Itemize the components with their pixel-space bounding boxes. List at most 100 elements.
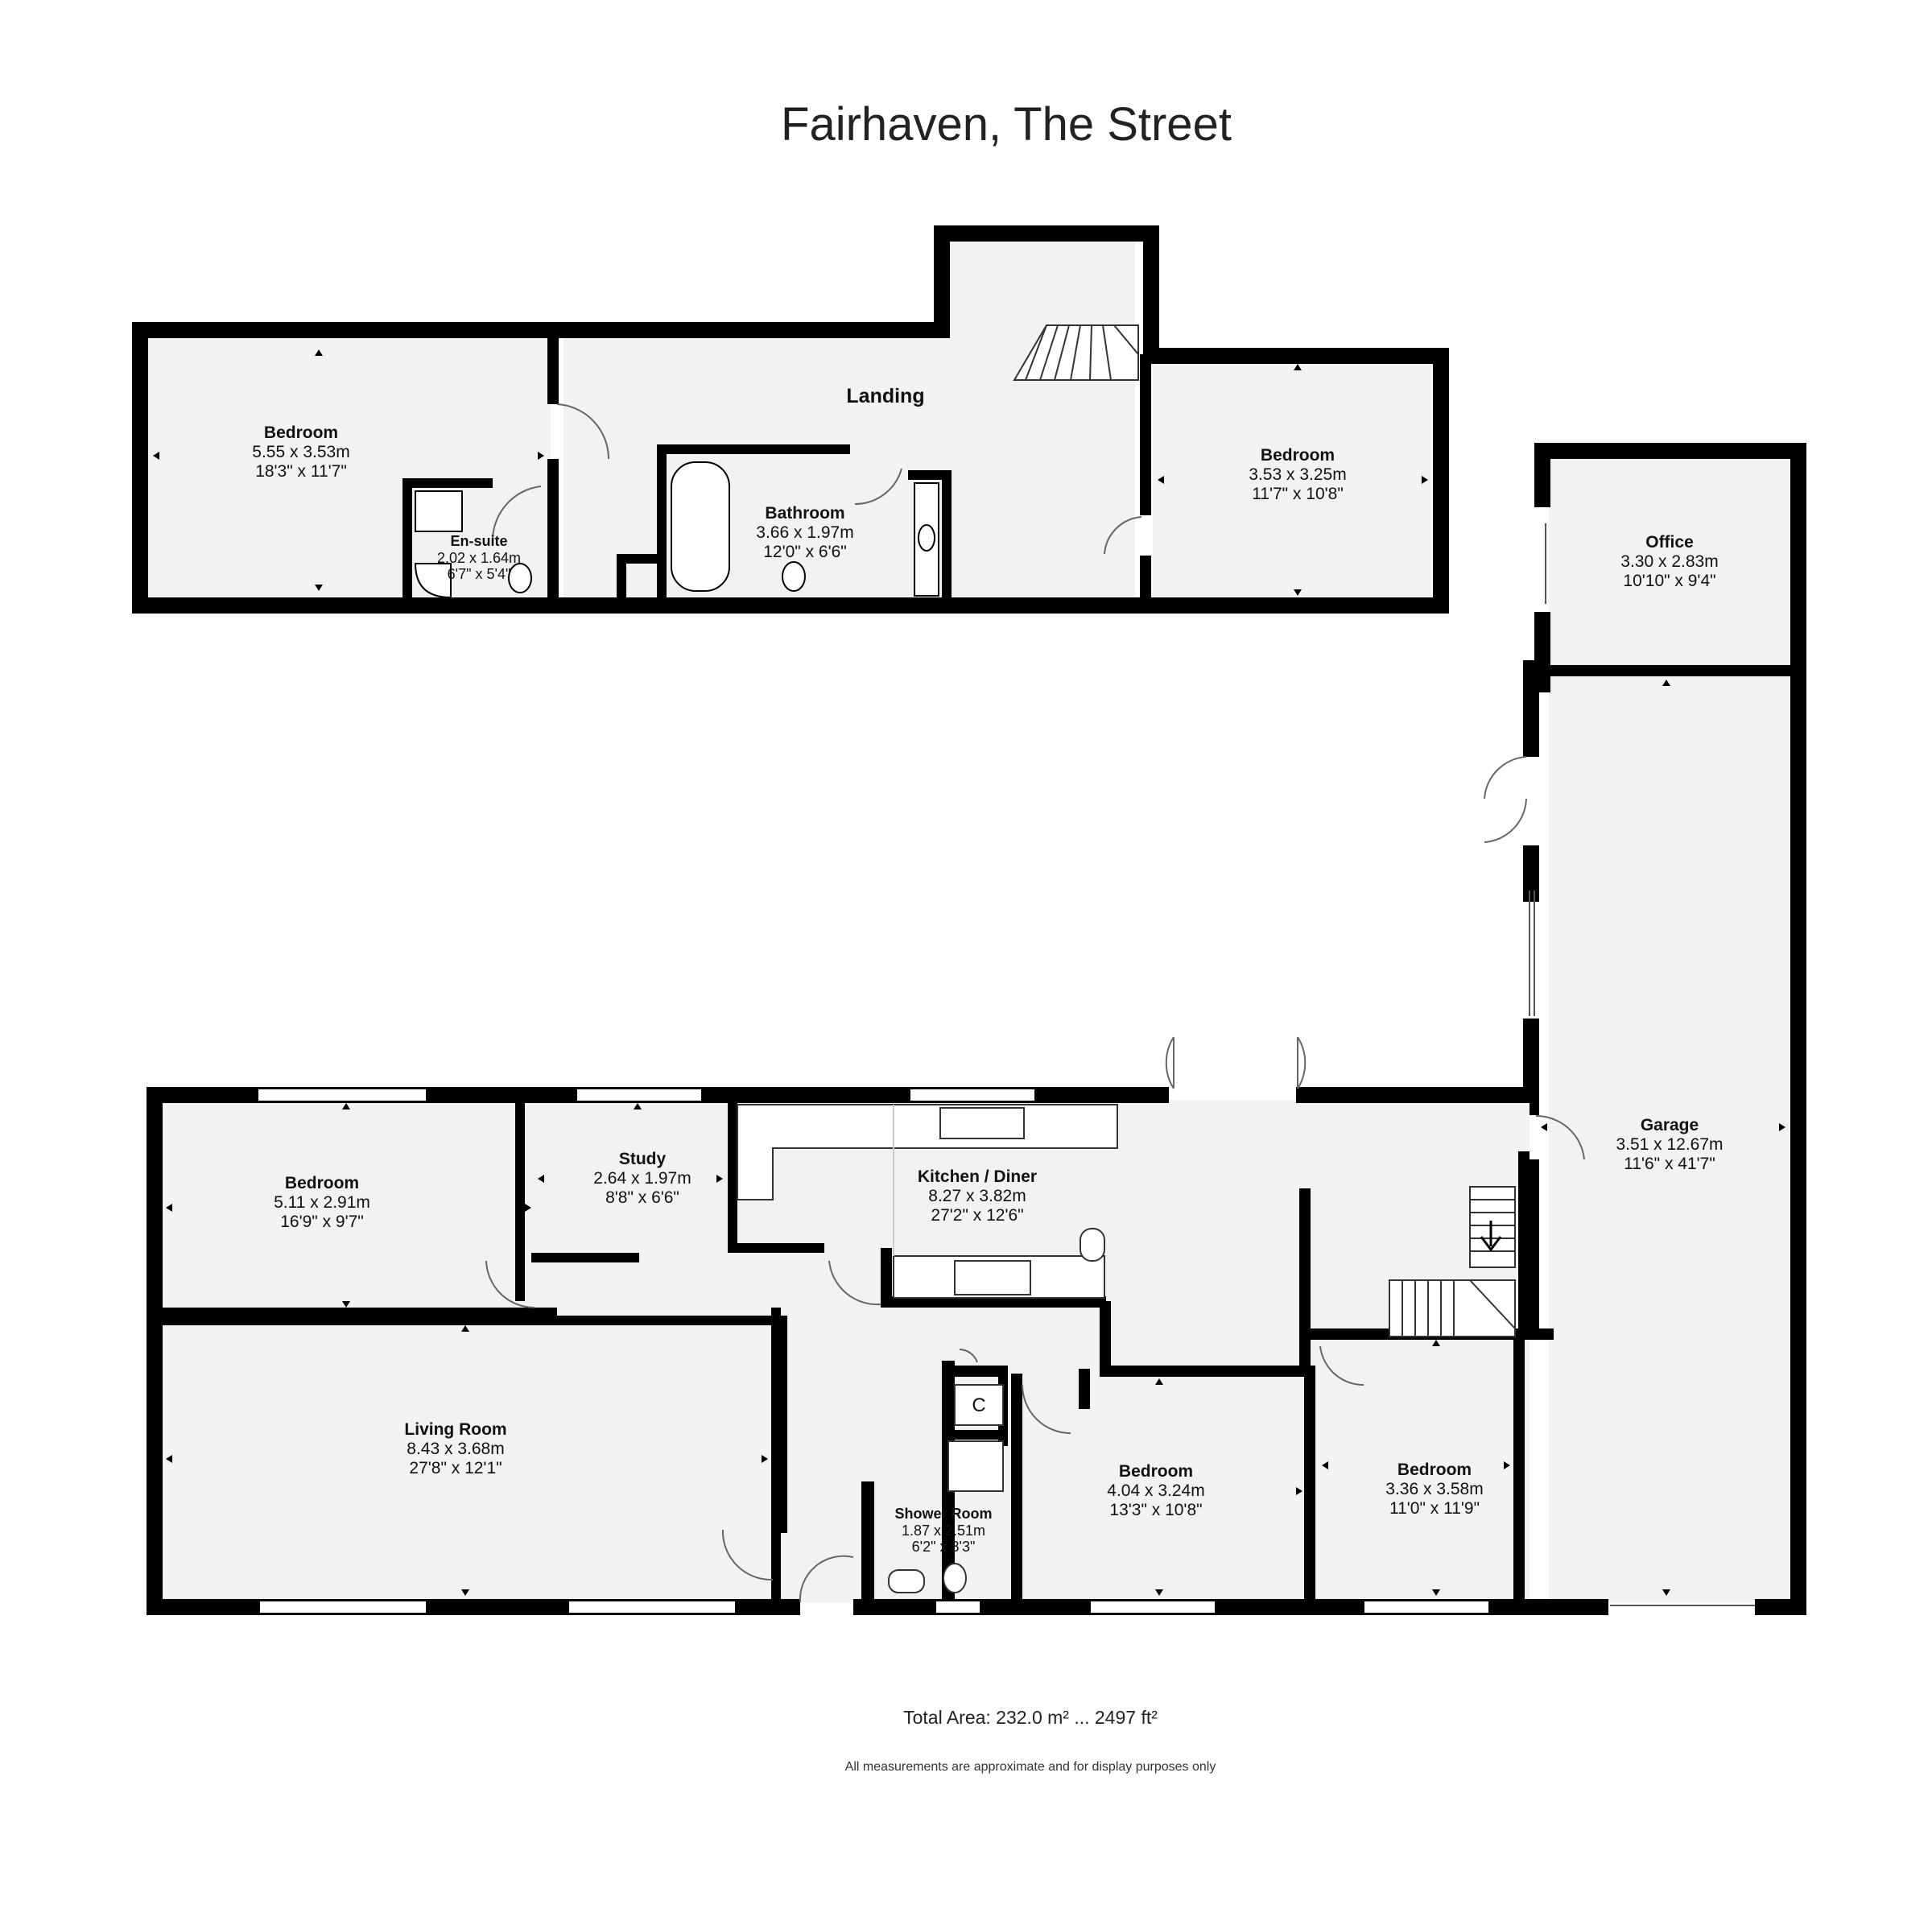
room-metric: 3.36 x 3.58m	[1385, 1480, 1484, 1499]
wall	[934, 225, 950, 338]
basin-icon	[888, 1569, 925, 1593]
room-label-bedroom-first-left: Bedroom 5.55 x 3.53m 18'3" x 11'7"	[221, 424, 382, 481]
wall	[881, 1296, 1106, 1308]
room-name: Bedroom	[263, 424, 339, 442]
wall	[1299, 1188, 1311, 1377]
wall	[1143, 348, 1449, 364]
wall	[934, 225, 1159, 242]
room-imperial: 16'9" x 9'7"	[280, 1213, 364, 1232]
wall	[547, 338, 559, 404]
wall	[156, 1316, 776, 1325]
wall	[402, 478, 412, 599]
disclaimer: All measurements are approximate and for…	[844, 1760, 1216, 1774]
room-label-kitchen: Kitchen / Diner 8.27 x 3.82m 27'2" x 12'…	[897, 1167, 1058, 1225]
garage-block	[1484, 443, 1806, 1615]
room-imperial: 18'3" x 11'7"	[255, 462, 347, 481]
door-swing	[1165, 1036, 1307, 1089]
room-imperial: 13'3" x 10'8"	[1109, 1501, 1203, 1520]
room-imperial: 11'0" x 11'9"	[1389, 1499, 1480, 1519]
wall	[1079, 1369, 1090, 1409]
toilet-icon	[782, 561, 806, 592]
ground-doors	[485, 1036, 1364, 1603]
wall	[515, 1253, 525, 1301]
room-imperial: 11'6" x 41'7"	[1624, 1155, 1715, 1174]
room-imperial: 27'2" x 12'6"	[931, 1206, 1024, 1225]
room-name: Office	[1645, 533, 1694, 552]
first-floor	[132, 225, 1449, 614]
wall	[881, 1248, 892, 1304]
door-swing	[1104, 516, 1142, 555]
wall	[1304, 1366, 1315, 1607]
wall	[1534, 443, 1550, 507]
wall	[161, 1308, 171, 1316]
first-floor-walls	[132, 225, 1449, 614]
wall	[942, 470, 952, 599]
room-metric: 1.87 x 2.51m	[901, 1522, 986, 1539]
room-label-bedroom-ground-left: Bedroom 5.11 x 2.91m 16'9" x 9'7"	[242, 1174, 402, 1232]
wall	[147, 1087, 163, 1615]
wall	[1140, 354, 1151, 515]
room-name: En-suite	[450, 533, 508, 549]
room-label-bedroom-ground-mid: Bedroom 4.04 x 3.24m 13'3" x 10'8"	[1075, 1462, 1236, 1520]
room-metric: 8.43 x 3.68m	[407, 1440, 505, 1459]
ground-stairs-icon	[1389, 1186, 1516, 1337]
garage-doors	[1484, 523, 1755, 1606]
dimension-markers	[153, 349, 1785, 1596]
room-label-living: Living Room 8.43 x 3.68m 27'8" x 12'1"	[375, 1420, 536, 1478]
room-label-shower: Shower Room 1.87 x 2.51m 6'2" x 8'3"	[879, 1506, 1008, 1556]
door-swing	[485, 1260, 535, 1308]
shower-tray-icon	[947, 1440, 1004, 1492]
wall	[161, 1308, 557, 1317]
basin-icon	[918, 524, 935, 552]
room-label-landing: Landing	[805, 385, 966, 408]
wall	[1523, 845, 1539, 902]
windows	[257, 1088, 1490, 1614]
wall	[657, 444, 850, 454]
wall	[1518, 1151, 1530, 1340]
wall	[908, 470, 950, 480]
wall	[728, 1243, 824, 1253]
wall	[132, 322, 148, 614]
stair-arrow-icon	[1480, 1221, 1502, 1252]
wall	[1100, 1301, 1111, 1374]
room-name: Bathroom	[765, 504, 845, 523]
wall	[1143, 225, 1159, 354]
window	[568, 1600, 737, 1614]
window	[935, 1600, 981, 1614]
room-metric: 2.64 x 1.97m	[593, 1169, 691, 1188]
wall	[728, 1098, 737, 1243]
room-metric: 3.51 x 12.67m	[1616, 1135, 1724, 1155]
room-name: Kitchen / Diner	[917, 1167, 1038, 1186]
counter-icon	[1080, 1228, 1105, 1262]
wall	[1523, 660, 1539, 757]
toilet-icon	[508, 563, 532, 593]
cupboard-label: C	[972, 1395, 986, 1416]
wall	[1546, 665, 1790, 676]
room-name: Living Room	[404, 1420, 507, 1439]
door-swing	[799, 1555, 854, 1603]
room-imperial: 10'10" x 9'4"	[1623, 572, 1716, 591]
door-swing	[721, 1529, 774, 1581]
room-imperial: 11'7" x 10'8"	[1252, 485, 1344, 504]
wall	[861, 1481, 874, 1602]
wall	[1100, 1366, 1309, 1377]
room-label-study: Study 2.64 x 1.97m 8'8" x 6'6"	[562, 1150, 723, 1208]
wall	[1534, 443, 1806, 459]
window	[1089, 1600, 1216, 1614]
room-label-bedroom-ground-right: Bedroom 3.36 x 3.58m 11'0" x 11'9"	[1354, 1461, 1515, 1519]
wall	[776, 1316, 787, 1533]
room-name: Shower Room	[894, 1506, 993, 1522]
room-label-ensuite: En-suite 2.02 x 1.64m 6'7" x 5'4"	[411, 533, 547, 583]
room-metric: 3.53 x 3.25m	[1249, 465, 1347, 485]
door-swing	[492, 486, 542, 540]
room-imperial: 12'0" x 6'6"	[763, 543, 847, 562]
room-imperial: 8'8" x 6'6"	[605, 1188, 679, 1208]
room-metric: 3.30 x 2.83m	[1620, 552, 1719, 572]
room-name: Bedroom	[1118, 1462, 1194, 1481]
room-name: Landing	[846, 385, 925, 407]
wall	[943, 1430, 1008, 1440]
room-metric: 5.55 x 3.53m	[252, 443, 350, 462]
wall	[1140, 556, 1151, 604]
door-swing	[828, 1260, 881, 1306]
